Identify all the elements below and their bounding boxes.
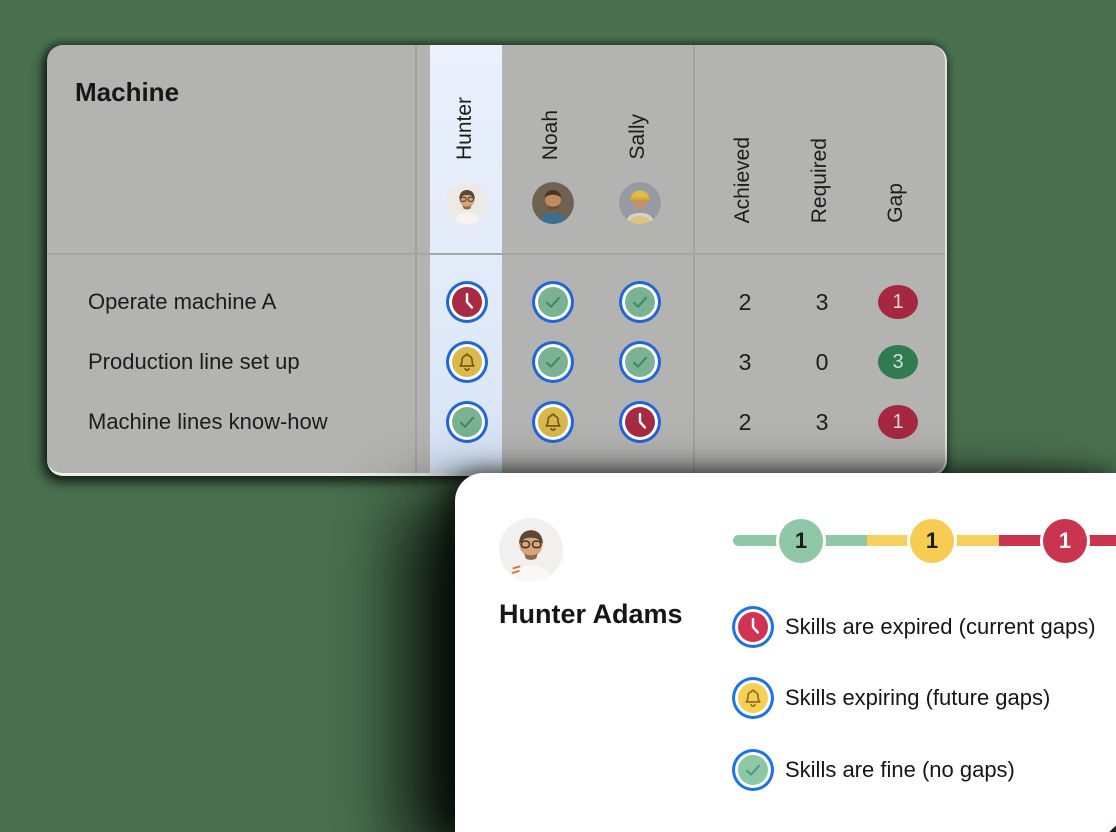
avatar-sally[interactable] xyxy=(619,182,661,224)
legend-fine-icon xyxy=(735,752,771,788)
legend-expired-label: Skills are expired (current gaps) xyxy=(785,614,1096,639)
achieved-value: 2 xyxy=(738,288,752,315)
gap-badge[interactable]: 1 xyxy=(878,405,918,439)
column-divider xyxy=(415,45,417,473)
person-name: Hunter Adams xyxy=(499,599,683,629)
status-cell-hunter[interactable] xyxy=(449,344,485,380)
person-detail-card: Hunter Adams 1 1 1 Skills are expired (c… xyxy=(455,473,1116,832)
status-cell-sally[interactable] xyxy=(622,344,658,380)
status-cell-hunter[interactable] xyxy=(449,404,485,440)
metric-column-header-gap: Gap xyxy=(884,183,907,223)
gap-badge[interactable]: 1 xyxy=(878,285,918,319)
status-cell-hunter[interactable] xyxy=(449,284,485,320)
gap-badge[interactable]: 3 xyxy=(878,345,918,379)
bell-icon xyxy=(538,407,568,437)
person-column-header-noah[interactable]: Noah xyxy=(539,109,562,160)
status-cell-noah[interactable] xyxy=(535,404,571,440)
bell-icon xyxy=(738,683,768,713)
check-icon xyxy=(452,407,482,437)
avatar-hunter-large xyxy=(499,518,563,582)
check-icon xyxy=(738,755,768,785)
matrix-title: Machine xyxy=(75,77,180,107)
status-cell-sally[interactable] xyxy=(622,404,658,440)
avatar-hunter-large-icon xyxy=(499,518,563,582)
required-value: 3 xyxy=(815,408,829,435)
required-value: 3 xyxy=(815,288,829,315)
metric-column-header-achieved: Achieved xyxy=(731,136,754,223)
skill-row-label: Production line set up xyxy=(88,349,300,374)
skills-matrix-card: Machine Hunter Noah Sally xyxy=(47,45,947,476)
avatar-sally-icon xyxy=(619,182,661,224)
status-cell-sally[interactable] xyxy=(622,284,658,320)
required-value: 0 xyxy=(815,348,829,375)
achieved-value: 2 xyxy=(738,408,752,435)
clock-icon xyxy=(452,287,482,317)
gap-meter-count-expired: 1 xyxy=(1043,519,1087,563)
status-cell-noah[interactable] xyxy=(535,344,571,380)
avatar-noah-icon xyxy=(532,182,574,224)
check-icon xyxy=(625,287,655,317)
gap-meter-count-expiring: 1 xyxy=(910,519,954,563)
clock-icon xyxy=(738,612,768,642)
header-divider xyxy=(47,253,945,255)
clock-icon xyxy=(625,407,655,437)
legend-fine-label: Skills are fine (no gaps) xyxy=(785,757,1015,782)
person-column-header-sally[interactable]: Sally xyxy=(626,114,649,160)
legend-expiring-icon xyxy=(735,680,771,716)
skill-row-label: Operate machine A xyxy=(88,289,277,314)
gap-meter-count-fine: 1 xyxy=(779,519,823,563)
avatar-hunter[interactable] xyxy=(446,182,488,224)
achieved-value: 3 xyxy=(738,348,752,375)
avatar-hunter-icon xyxy=(446,182,488,224)
status-cell-noah[interactable] xyxy=(535,284,571,320)
column-divider xyxy=(693,45,695,473)
check-icon xyxy=(625,347,655,377)
skill-row-label: Machine lines know-how xyxy=(88,409,328,434)
check-icon xyxy=(538,287,568,317)
legend-expired-icon xyxy=(735,609,771,645)
bell-icon xyxy=(452,347,482,377)
person-column-header-hunter[interactable]: Hunter xyxy=(453,96,476,160)
check-icon xyxy=(538,347,568,377)
legend-expiring-label: Skills expiring (future gaps) xyxy=(785,685,1051,710)
highlighted-column-hunter xyxy=(430,45,502,473)
avatar-noah[interactable] xyxy=(532,182,574,224)
metric-column-header-required: Required xyxy=(808,137,831,223)
